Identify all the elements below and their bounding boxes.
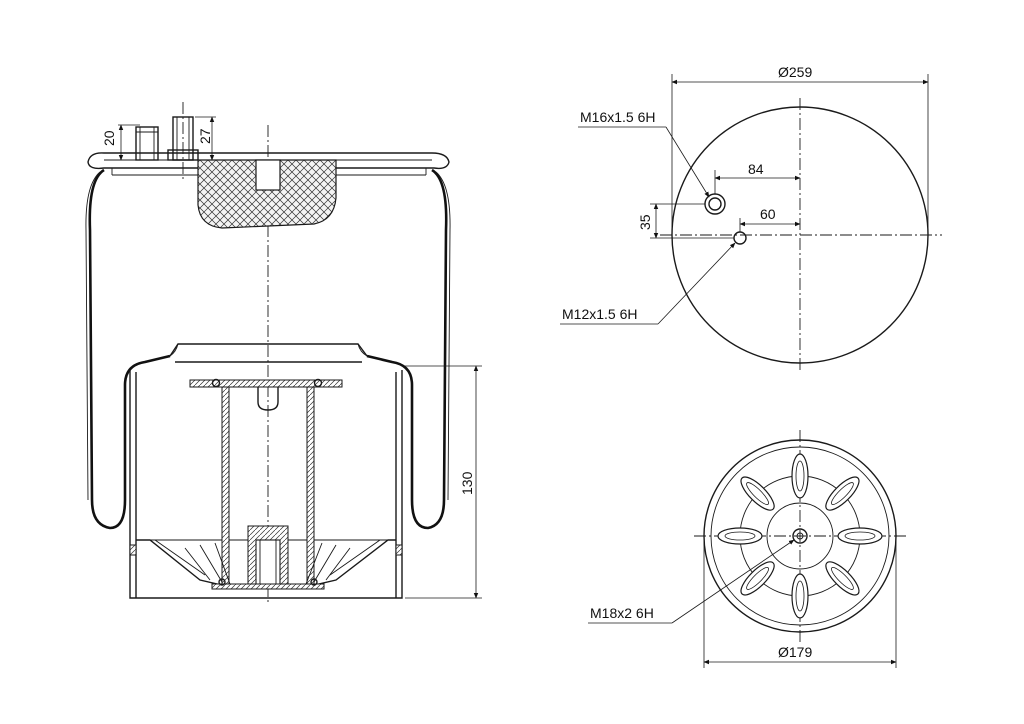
bottom-rib [740, 561, 775, 596]
bottom-rib [791, 453, 809, 499]
bottom-rib [837, 527, 883, 545]
port-m12-hole [733, 231, 747, 245]
bottom-view: Ø179 M18x2 6H [588, 430, 906, 668]
bottom-rib-groove [746, 482, 769, 505]
bottom-rib [717, 527, 763, 545]
dim-stud-left-label: 20 [101, 130, 117, 146]
bottom-rib-groove [724, 531, 756, 541]
stud-left [135, 126, 159, 161]
dim-height-label: 130 [459, 471, 475, 495]
bottom-rib [791, 573, 809, 619]
dim-top-diameter-label: Ø259 [778, 64, 812, 80]
side-view: 20 27 [85, 102, 482, 605]
rubber-bumper [197, 159, 337, 229]
bottom-rib-groove [795, 580, 805, 612]
stud-right [167, 102, 199, 182]
bellows-right [366, 168, 448, 530]
thread-upper-label: M16x1.5 6H [580, 109, 655, 125]
top-view: Ø259 84 60 35 M16x1.5 6H M12x1.5 6H [560, 64, 942, 372]
height-dimension: 130 [405, 365, 482, 599]
bottom-ribs [717, 453, 883, 619]
bottom-rib [740, 476, 775, 511]
stud-dimensions: 20 27 [101, 116, 216, 161]
dim-offset-large-label: 84 [748, 161, 764, 177]
bottom-rib-groove [844, 531, 876, 541]
thread-lower-label: M12x1.5 6H [562, 306, 637, 322]
port-m16-hole [704, 193, 726, 215]
bottom-rib-groove [795, 460, 805, 492]
piston-top [169, 343, 368, 363]
dim-bottom-diameter-label: Ø179 [778, 644, 812, 660]
dim-vertical-label: 35 [637, 214, 653, 230]
dim-stud-right-label: 27 [197, 128, 213, 144]
bottom-rib [825, 476, 860, 511]
bumper-bore [255, 159, 281, 191]
bottom-rib [825, 561, 860, 596]
piston-base [129, 539, 403, 590]
dim-offset-small-label: 60 [760, 206, 776, 222]
bottom-rib-groove [831, 567, 854, 590]
thread-center-label: M18x2 6H [590, 605, 654, 621]
bellows-left [88, 168, 171, 530]
lower-insert [247, 525, 289, 587]
bottom-rib-groove [746, 567, 769, 590]
bottom-rib-groove [831, 482, 854, 505]
inner-flange [189, 379, 343, 388]
port-m18-hole [792, 528, 808, 544]
